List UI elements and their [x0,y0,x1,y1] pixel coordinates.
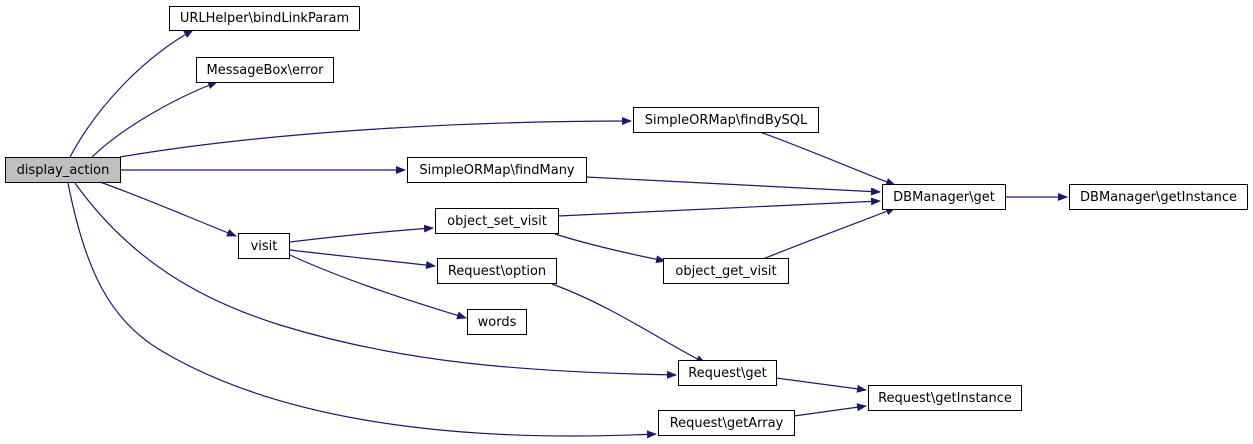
node-url-helper-bind-link-param[interactable]: URLHelper\bindLinkParam [169,6,360,31]
edge-request-array-to-request-instance [793,403,867,417]
edge-visit-to-request-option [289,249,436,269]
edge-find-by-sql-to-db-get [759,131,896,186]
node-request-option[interactable]: Request\option [437,258,557,284]
edge-request-get-to-request-instance [775,377,867,393]
edge-visit-to-words [289,254,467,320]
node-words[interactable]: words [467,309,527,335]
edge-display-action-to-request-get [74,182,677,379]
edge-visit-to-object-set-visit [289,224,434,243]
node-simple-orm-find-many[interactable]: SimpleORMap\findMany [407,157,587,183]
node-request-get-instance[interactable]: Request\getInstance [868,385,1022,411]
node-request-get-array[interactable]: Request\getArray [658,410,795,436]
node-display-action[interactable]: display_action [5,157,121,183]
edge-display-action-to-url-helper [69,29,194,158]
node-db-manager-get[interactable]: DBManager\get [882,184,1006,210]
node-visit[interactable]: visit [238,233,290,259]
node-object-get-visit[interactable]: object_get_visit [663,258,789,284]
edge-display-action-to-message-box [91,81,218,158]
edge-request-option-to-request-get [551,283,706,364]
edge-object-set-visit-to-db-get [557,197,881,217]
edge-object-set-visit-to-object-get-visit [554,233,666,264]
node-message-box-error[interactable]: MessageBox\error [196,57,334,83]
edge-display-action-to-visit [99,181,237,237]
node-object-set-visit[interactable]: object_set_visit [435,208,559,234]
edge-display-action-to-request-array [67,182,657,439]
edge-object-get-visit-to-db-get [762,207,896,260]
node-simple-orm-find-by-sql[interactable]: SimpleORMap\findBySQL [633,107,819,133]
edge-display-action-to-find-by-sql [119,117,632,158]
node-request-get[interactable]: Request\get [678,360,777,386]
node-db-manager-get-instance[interactable]: DBManager\getInstance [1069,184,1248,210]
edge-find-many-to-db-get [585,176,881,196]
